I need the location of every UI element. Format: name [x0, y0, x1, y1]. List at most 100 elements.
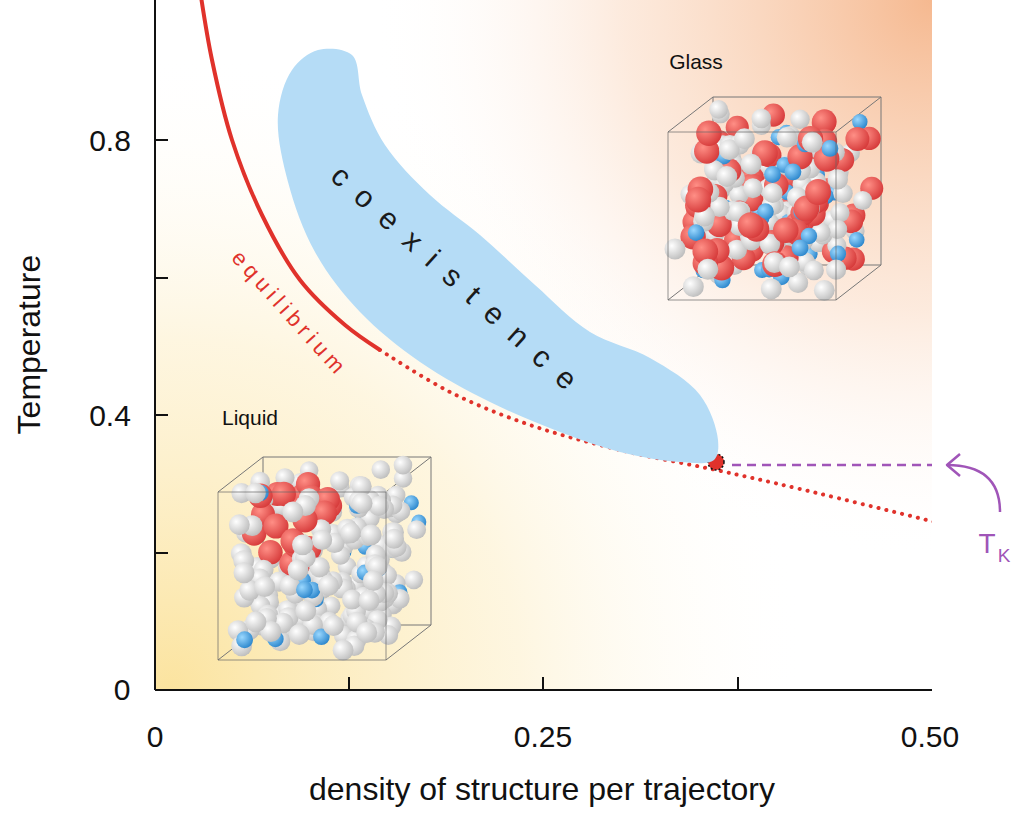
- y-axis: [154, 0, 156, 690]
- particle: [777, 127, 798, 148]
- particle: [295, 600, 316, 621]
- particle: [709, 100, 728, 119]
- particle: [814, 280, 835, 301]
- particle: [830, 246, 846, 262]
- tick: [155, 139, 168, 141]
- particle: [363, 570, 384, 591]
- tk-symbol: T: [978, 529, 995, 560]
- cube-edge: [668, 132, 669, 300]
- particle: [734, 128, 755, 149]
- cube-edge: [668, 132, 836, 133]
- particle: [685, 187, 711, 213]
- cube-edge: [836, 97, 881, 132]
- particle: [830, 203, 849, 222]
- particle: [233, 562, 254, 583]
- tick: [737, 677, 739, 690]
- particle: [352, 493, 373, 514]
- region-fill: [278, 49, 719, 464]
- cube-edge: [218, 492, 386, 493]
- particle: [236, 631, 253, 648]
- particle: [289, 624, 310, 645]
- liquid-shade: [155, 0, 932, 690]
- particle: [849, 232, 865, 248]
- particle: [340, 523, 361, 544]
- particle: [828, 169, 848, 189]
- particle: [323, 615, 344, 636]
- particle: [805, 179, 831, 205]
- tick: [155, 277, 168, 279]
- tick-label: 0: [114, 673, 131, 706]
- tick-label: 0: [147, 720, 164, 753]
- particle: [394, 456, 413, 475]
- region-outline: [262, 40, 732, 480]
- cube-edge: [431, 457, 432, 625]
- particle: [828, 220, 847, 239]
- particle: [804, 260, 824, 280]
- particle: [330, 471, 349, 490]
- cube-edge: [218, 660, 386, 661]
- particle: [245, 611, 266, 632]
- particle: [773, 218, 799, 244]
- particle: [688, 224, 705, 241]
- tick: [542, 677, 544, 690]
- coexistence-region: coexistence: [262, 40, 732, 480]
- cube-edge: [836, 132, 837, 300]
- particle: [761, 278, 782, 299]
- particle: [404, 570, 423, 589]
- particle: [683, 276, 704, 297]
- particle: [696, 120, 721, 145]
- equilibrium-curve: [200, 0, 932, 522]
- tk-subscript: K: [998, 546, 1011, 567]
- cube-edge: [713, 97, 881, 98]
- particle: [853, 191, 872, 210]
- glass-shade: [155, 0, 932, 690]
- particle: [790, 110, 809, 129]
- particle: [312, 530, 332, 550]
- tk-dashed-line: [732, 464, 932, 467]
- particle: [802, 132, 823, 153]
- particle: [852, 114, 867, 129]
- particle: [763, 183, 783, 203]
- particle: [359, 590, 380, 611]
- particle: [764, 166, 781, 183]
- particle: [371, 460, 390, 479]
- tick: [155, 552, 168, 554]
- plot-ground: [155, 0, 932, 690]
- particle: [288, 559, 309, 580]
- particle: [356, 622, 377, 643]
- particle: [292, 534, 313, 555]
- particle: [738, 212, 764, 238]
- particle: [407, 520, 426, 539]
- particle: [361, 524, 382, 545]
- particle: [296, 581, 313, 598]
- axes: [155, 0, 932, 690]
- particle: [752, 109, 772, 129]
- particle: [697, 259, 718, 280]
- particle: [229, 514, 250, 535]
- phase-label: Glass: [669, 50, 723, 73]
- axis-title: Temperature: [12, 255, 47, 435]
- glass-cube: [664, 97, 883, 301]
- tick: [348, 677, 350, 690]
- tick-label: 0.4: [89, 399, 131, 432]
- cube-edge: [668, 300, 836, 301]
- particle: [792, 239, 809, 256]
- tick: [155, 414, 168, 416]
- cube-edge: [386, 492, 387, 660]
- tick-label: 0.25: [514, 720, 572, 753]
- axis-title: density of structure per trajectory: [309, 772, 775, 807]
- particle: [716, 166, 737, 187]
- particle: [282, 501, 303, 522]
- particle: [784, 163, 801, 180]
- tick-label: 0.8: [89, 124, 131, 157]
- particle: [741, 154, 762, 175]
- liquid-cube: [218, 456, 431, 661]
- particle: [779, 257, 800, 278]
- particle: [245, 483, 266, 504]
- phase-label: Liquid: [222, 406, 278, 429]
- particle: [743, 178, 763, 198]
- particle: [318, 575, 339, 596]
- cube-edge: [218, 492, 219, 660]
- particle: [254, 576, 275, 597]
